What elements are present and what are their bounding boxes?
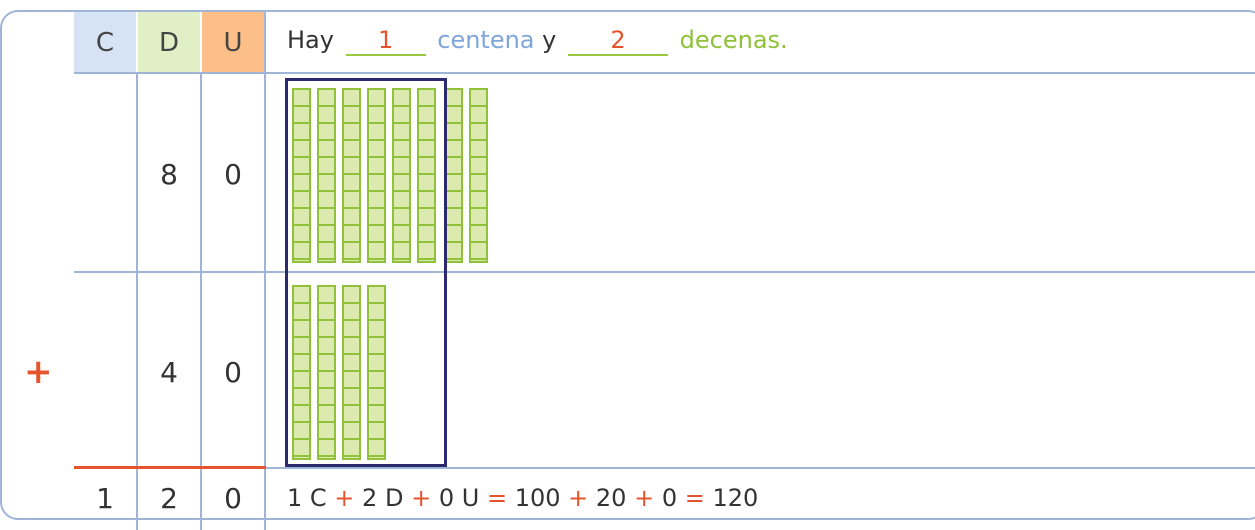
ten-rod xyxy=(292,285,311,460)
ten-rod xyxy=(469,88,488,263)
ten-rod xyxy=(392,88,411,263)
ten-rod xyxy=(342,88,361,263)
result-d: 2 xyxy=(160,482,178,515)
tens-answer: 2 xyxy=(568,26,668,56)
sentence-hay: Hay xyxy=(287,26,334,54)
eq-equals: = xyxy=(684,484,705,512)
ten-rod xyxy=(367,285,386,460)
eq-total: 120 xyxy=(712,484,759,512)
decomposition-equation: 1 C + 2 D + 0 U = 100 + 20 + 0 = 120 xyxy=(287,484,758,512)
result-line xyxy=(74,466,266,469)
header-u: U xyxy=(202,12,264,73)
table-frame xyxy=(0,10,1255,520)
grid-line xyxy=(266,467,1255,469)
eq-plus: + xyxy=(411,484,432,512)
eq-plus: + xyxy=(334,484,355,512)
eq-plus: + xyxy=(568,484,589,512)
ten-rod xyxy=(367,88,386,263)
hundreds-sentence: Hay 1 centena y 2 decenas. xyxy=(287,26,788,56)
grid-line xyxy=(136,73,138,530)
ten-rod xyxy=(317,285,336,460)
result-c: 1 xyxy=(96,482,114,515)
eq-term: 2 D xyxy=(362,484,404,512)
eq-term: 20 xyxy=(595,484,627,512)
eq-term: 0 U xyxy=(438,484,480,512)
hundreds-answer: 1 xyxy=(345,26,426,56)
ten-rod xyxy=(342,285,361,460)
ten-rod xyxy=(417,88,436,263)
header-c: C xyxy=(74,12,136,73)
eq-plus: + xyxy=(634,484,655,512)
row1-u: 0 xyxy=(224,158,242,191)
sentence-decenas: decenas. xyxy=(679,26,788,54)
grid-line xyxy=(74,72,1255,74)
result-u: 0 xyxy=(224,482,242,515)
grid-line xyxy=(200,73,202,530)
eq-term: 0 xyxy=(661,484,678,512)
ten-rod xyxy=(292,88,311,263)
plus-sign-icon: + xyxy=(24,352,53,392)
header-d: D xyxy=(138,12,200,73)
row1-d: 8 xyxy=(160,158,178,191)
sentence-centena: centena xyxy=(437,26,535,54)
row2-u: 0 xyxy=(224,356,242,389)
eq-term: 100 xyxy=(514,484,561,512)
hundred-group-box xyxy=(285,78,447,467)
eq-term: 1 C xyxy=(287,484,327,512)
header-u-label: U xyxy=(223,27,243,58)
eq-equals: = xyxy=(486,484,508,512)
header-c-label: C xyxy=(95,27,115,58)
ten-rod xyxy=(317,88,336,263)
row2-d: 4 xyxy=(160,356,178,389)
header-d-label: D xyxy=(158,27,180,58)
grid-line xyxy=(74,271,1255,273)
sentence-y: y xyxy=(542,26,557,54)
